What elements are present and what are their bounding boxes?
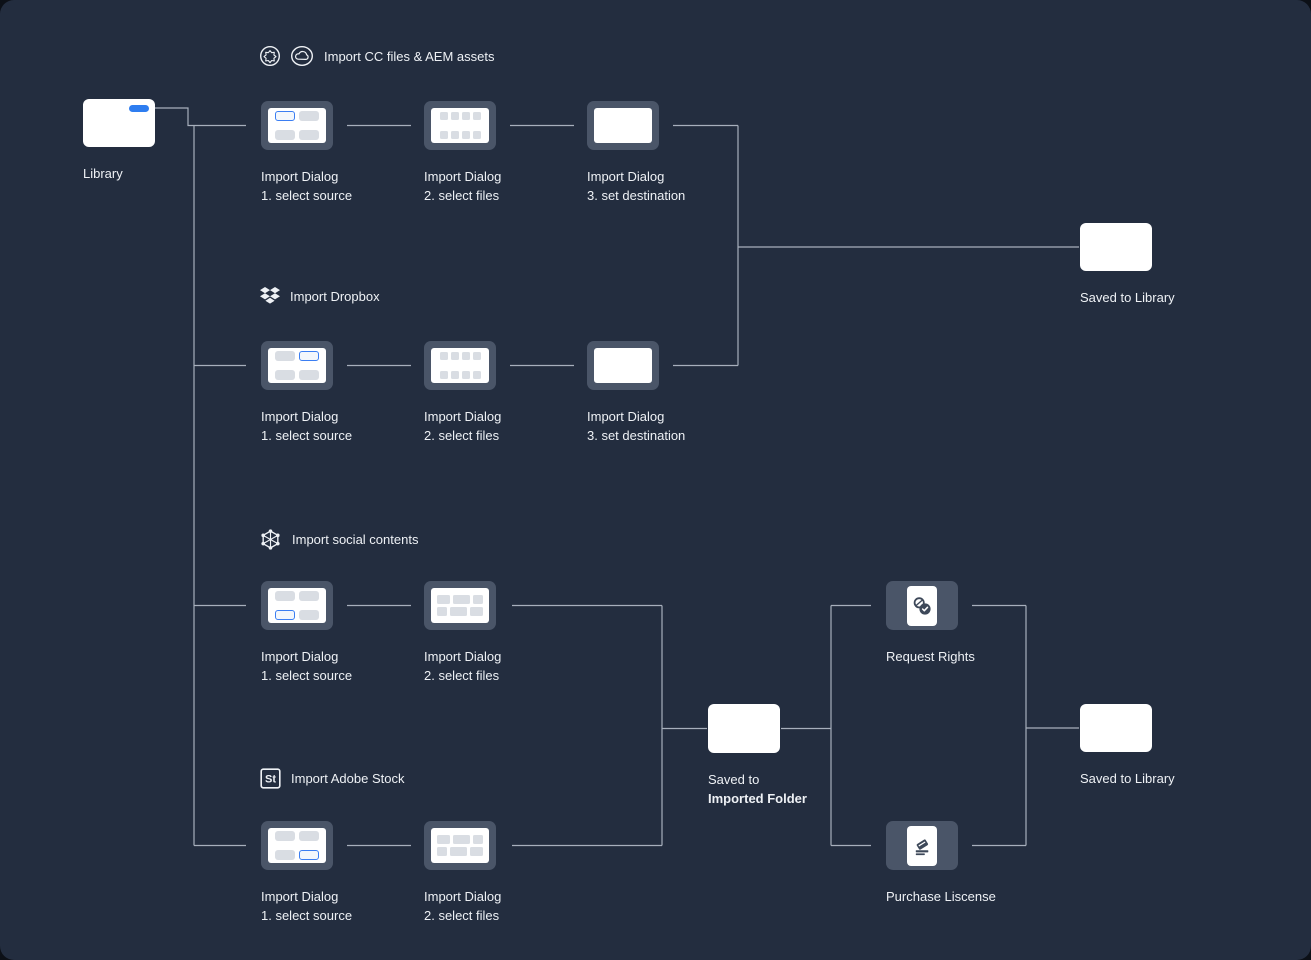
dialog-subtitle: 1. select source (261, 908, 353, 923)
stock-step-select-files: Import Dialog 2. select files (424, 821, 501, 925)
section-header-social: Import social contents (259, 528, 418, 551)
dialog-subtitle: 3. set destination (587, 428, 686, 443)
section-header-dropbox: Import Dropbox (260, 287, 380, 305)
dialog-subtitle: 1. select source (261, 188, 353, 203)
dropbox-icon (260, 287, 280, 304)
social-step-select-source: Import Dialog 1. select source (261, 581, 352, 685)
dialog-title: Import Dialog (587, 169, 665, 184)
saved-library-label: Saved to Library (1080, 290, 1175, 305)
library-label: Library (83, 166, 123, 181)
dialog-title: Import Dialog (424, 649, 502, 664)
dialog-title: Import Dialog (261, 409, 339, 424)
dropbox-step-set-destination: Import Dialog 3. set destination (587, 341, 685, 445)
adobe-stock-icon: St (260, 768, 281, 789)
library-node: Library (83, 99, 155, 183)
library-accent-pill (129, 105, 149, 112)
cc-step-set-destination: Import Dialog 3. set destination (587, 101, 685, 205)
saved-to-imported-folder-node: Saved to Imported Folder (708, 704, 807, 808)
rights-check-icon (913, 596, 931, 615)
purchase-license-node: Purchase Liscense (886, 821, 996, 906)
section-header-cc-aem: Import CC files & AEM assets (259, 45, 495, 67)
dialog-subtitle: 1. select source (261, 428, 353, 443)
section-label: Import CC files & AEM assets (324, 48, 495, 64)
dialog-subtitle: 1. select source (261, 668, 353, 683)
saved-library-label: Saved to Library (1080, 771, 1175, 786)
stock-step-select-source: Import Dialog 1. select source (261, 821, 352, 925)
dialog-subtitle: 2. select files (424, 188, 500, 203)
dropbox-step-select-files: Import Dialog 2. select files (424, 341, 501, 445)
cc-step-select-files: Import Dialog 2. select files (424, 101, 501, 205)
request-rights-node: Request Rights (886, 581, 975, 666)
dialog-title: Import Dialog (424, 169, 502, 184)
dialog-subtitle: 2. select files (424, 908, 500, 923)
saved-to-library-top-node: Saved to Library (1080, 223, 1175, 307)
dialog-title: Import Dialog (261, 889, 339, 904)
purchase-card-icon (915, 838, 929, 855)
section-label: Import Dropbox (290, 288, 380, 304)
dialog-title: Import Dialog (261, 169, 339, 184)
section-header-stock: St Import Adobe Stock (260, 768, 404, 789)
saved-library-thumbnail (1080, 704, 1152, 752)
saved-to-library-bottom-node: Saved to Library (1080, 704, 1175, 788)
dialog-title: Import Dialog (587, 409, 665, 424)
social-step-select-files: Import Dialog 2. select files (424, 581, 501, 685)
dialog-subtitle: 2. select files (424, 428, 500, 443)
saved-library-thumbnail (1080, 223, 1152, 271)
cc-step-select-source: Import Dialog 1. select source (261, 101, 352, 205)
imported-folder-thumbnail (708, 704, 780, 753)
dialog-title: Import Dialog (424, 409, 502, 424)
creative-cloud-icon (290, 45, 314, 67)
dialog-title: Import Dialog (424, 889, 502, 904)
library-thumbnail (83, 99, 155, 147)
dialog-subtitle: 2. select files (424, 668, 500, 683)
dialog-title: Import Dialog (261, 649, 339, 664)
section-label: Import Adobe Stock (291, 771, 405, 786)
request-rights-label: Request Rights (886, 649, 975, 664)
aem-icon (259, 45, 281, 67)
dialog-subtitle: 3. set destination (587, 188, 686, 203)
dropbox-step-select-source: Import Dialog 1. select source (261, 341, 352, 445)
saved-to-text: Saved to (708, 772, 760, 787)
section-label: Import social contents (292, 532, 419, 547)
svg-text:St: St (265, 774, 276, 786)
imported-folder-text: Imported Folder (708, 791, 807, 806)
social-network-icon (261, 529, 280, 550)
purchase-license-label: Purchase Liscense (886, 889, 996, 904)
